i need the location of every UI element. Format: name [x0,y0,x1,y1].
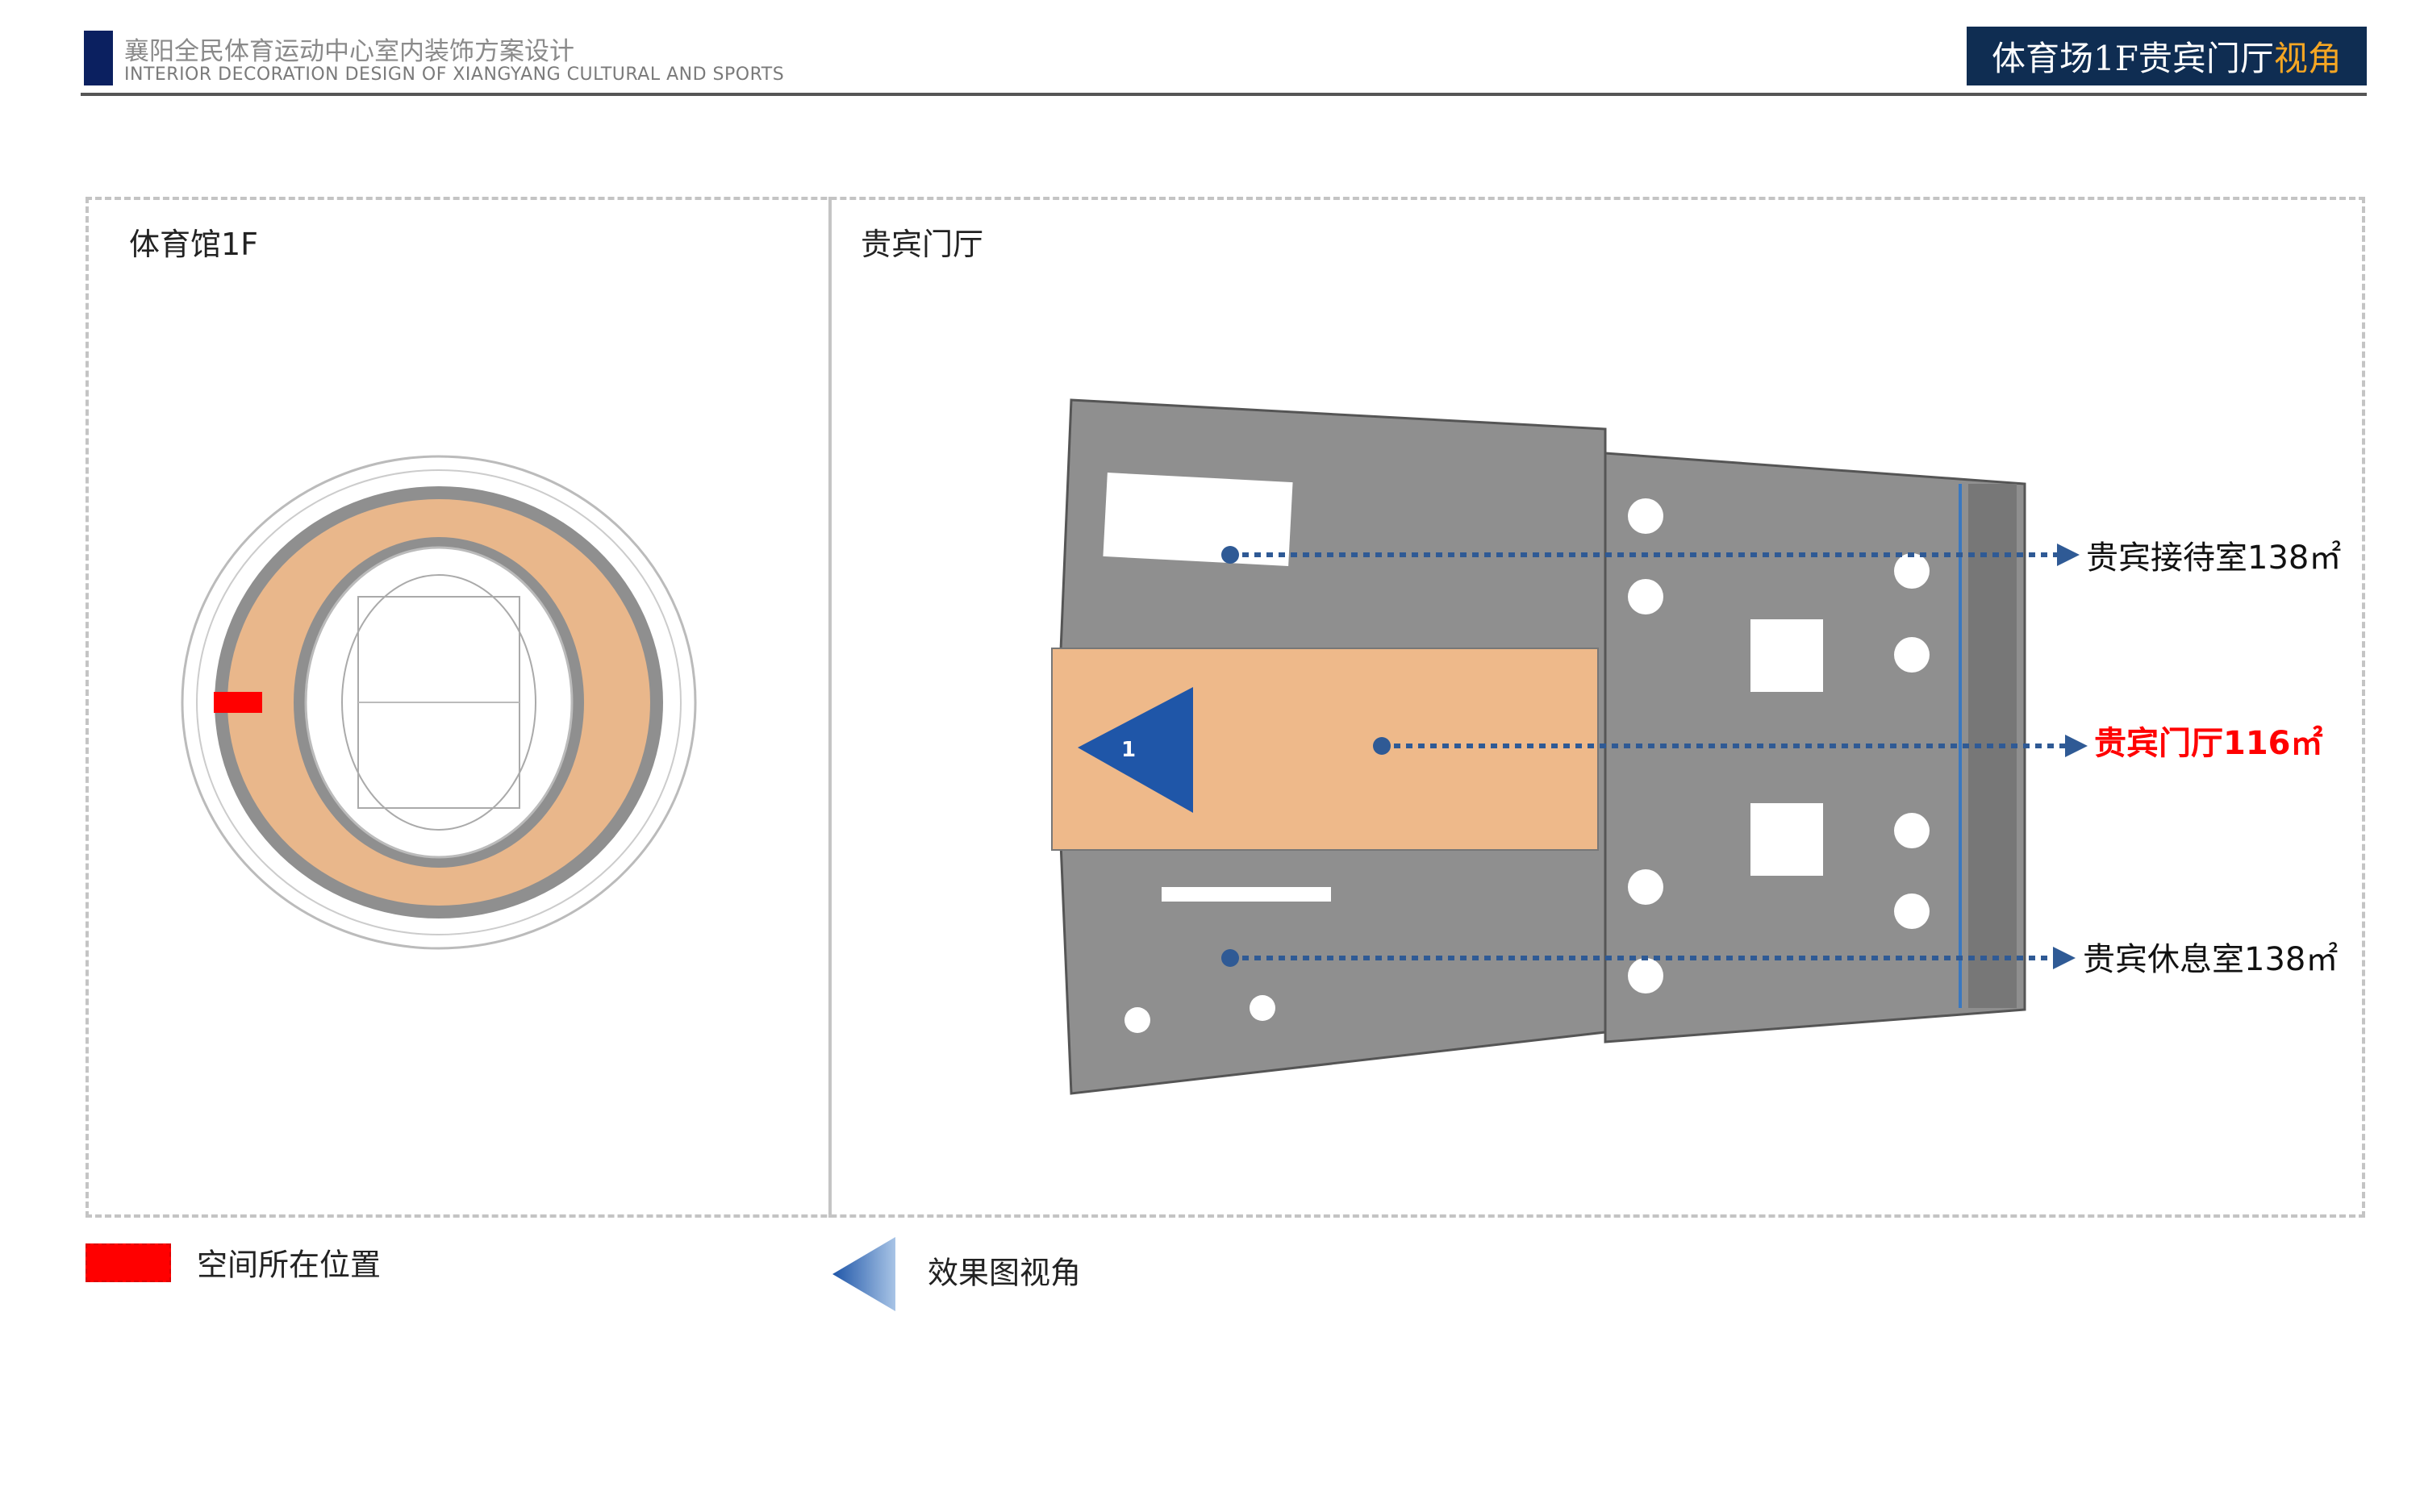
room-label-vip-lobby: 贵宾门厅116㎡ [2094,725,2323,762]
view-angle-cone [1078,687,1193,813]
view-angle-legend-icon [832,1237,895,1311]
header-accent-bar [84,31,113,85]
location-legend-label: 空间所在位置 [197,1247,382,1283]
page-title: 体育场1F贵宾门厅视角 [1967,27,2367,85]
location-marker [214,692,262,713]
vip-hall-floor-plan: 1 [1051,398,2026,1095]
page-title-main: 体育场1F贵宾门厅 [1992,39,2274,78]
project-subtitle: INTERIOR DECORATION DESIGN OF XIANGYANG … [124,65,785,85]
location-legend-swatch [86,1243,171,1282]
content-frame [86,197,2365,1218]
header-divider [81,93,2367,96]
panel-divider [828,197,832,1218]
right-panel-label: 贵宾门厅 [861,227,984,262]
room-label-reception: 贵宾接待室138㎡ [2086,539,2342,577]
view-marker-number: 1 [1121,738,1136,762]
room-label-lounge: 贵宾休息室138㎡ [2083,941,2339,978]
left-panel-label: 体育馆1F [129,227,259,262]
view-angle-legend-label: 效果图视角 [928,1255,1082,1291]
project-title: 襄阳全民体育运动中心室内装饰方案设计 [124,37,574,66]
page-title-accent: 视角 [2273,39,2342,78]
stadium-floor-plan [181,455,697,950]
